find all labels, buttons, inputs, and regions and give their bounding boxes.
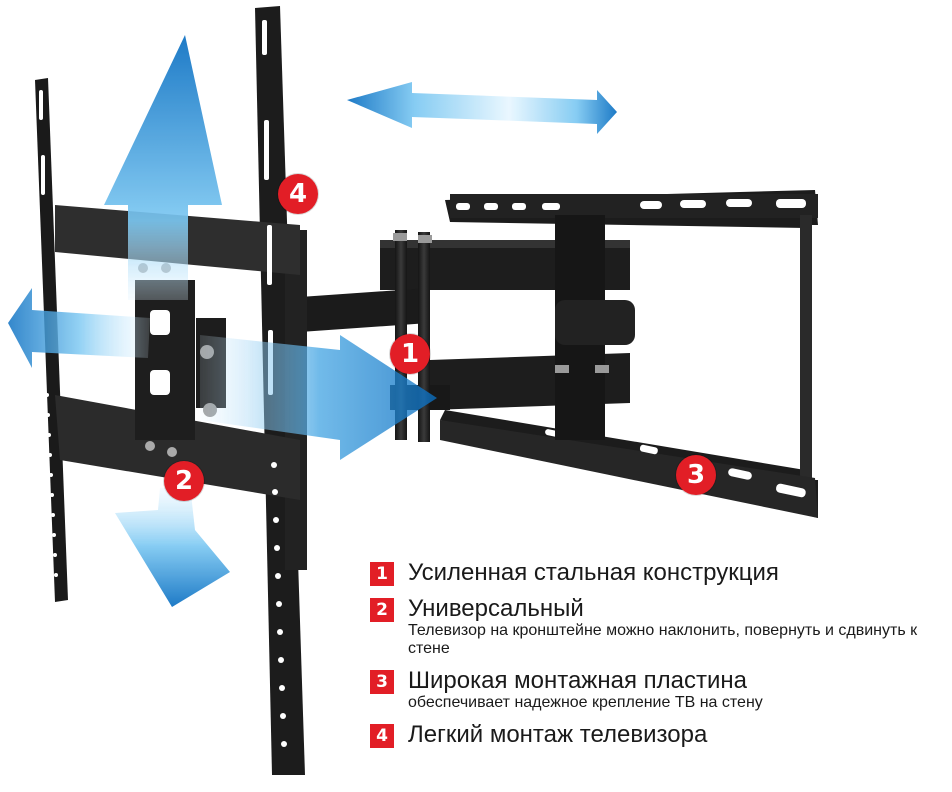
feature-item: 2 Универсальный Телевизор на кронштейне … — [370, 594, 950, 658]
wall-plate — [440, 190, 818, 518]
callout-badge-3: 3 — [676, 455, 716, 495]
motion-arrows — [8, 35, 617, 607]
callout-badge-2: 2 — [164, 461, 204, 501]
feature-title: Широкая монтажная пластина — [408, 667, 747, 694]
arrow-left-icon — [8, 288, 150, 368]
feature-subtitle: Телевизор на кронштейне можно наклонить,… — [408, 622, 918, 657]
callout-badge-1: 1 — [390, 334, 430, 374]
feature-item: 4 Легкий монтаж телевизора — [370, 720, 950, 750]
arrow-up-icon — [104, 35, 222, 300]
feature-item: 1 Усиленная стальная конструкция — [370, 558, 950, 588]
feature-number-badge: 4 — [370, 724, 394, 748]
feature-subtitle: обеспечивает надежное крепление ТВ на ст… — [408, 694, 763, 711]
feature-title: Универсальный — [408, 595, 584, 622]
callout-badge-4: 4 — [278, 174, 318, 214]
feature-number-badge: 1 — [370, 562, 394, 586]
feature-number-badge: 2 — [370, 598, 394, 622]
arrow-right-icon — [200, 335, 437, 460]
feature-number-badge: 3 — [370, 670, 394, 694]
arrow-down-icon — [115, 485, 230, 607]
feature-list: 1 Усиленная стальная конструкция 2 Униве… — [370, 558, 950, 758]
arrow-horizontal-icon — [347, 82, 617, 134]
feature-title: Усиленная стальная конструкция — [408, 559, 779, 586]
feature-item: 3 Широкая монтажная пластина обеспечивае… — [370, 666, 950, 712]
feature-title: Легкий монтаж телевизора — [408, 721, 708, 748]
